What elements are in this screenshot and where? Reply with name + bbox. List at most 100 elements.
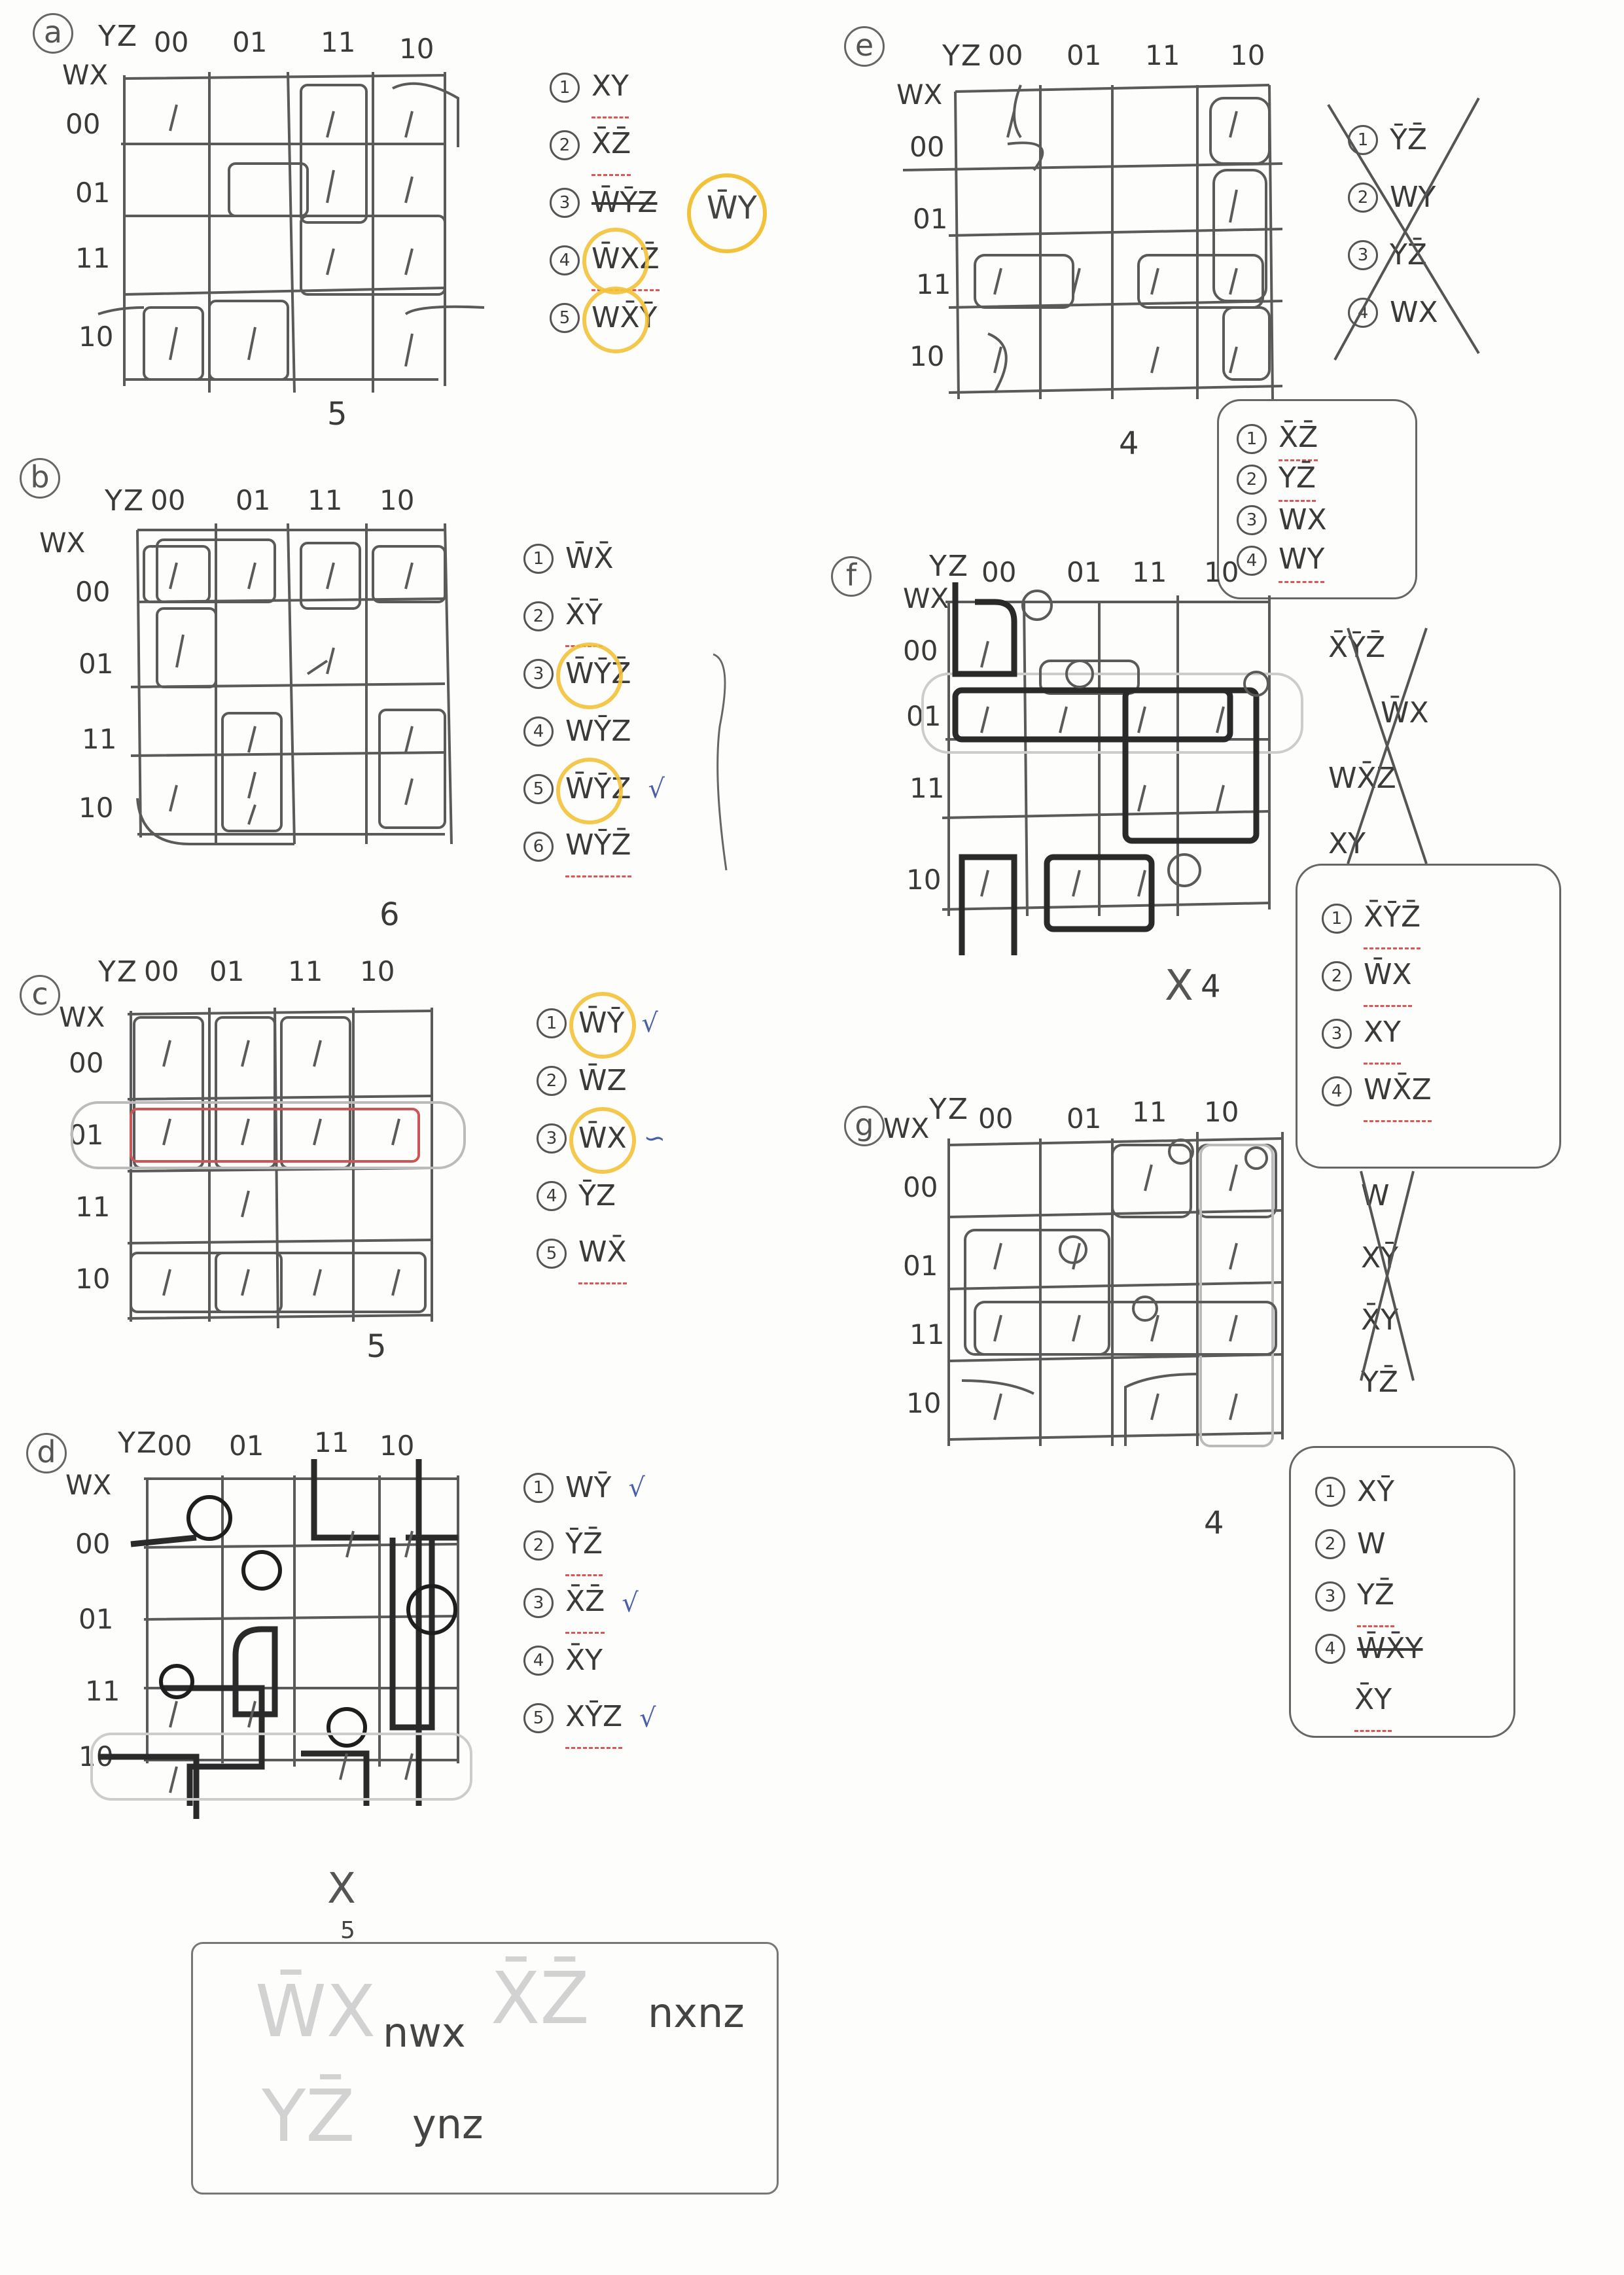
row-label: 01 <box>903 1250 938 1282</box>
term-expression: W̄X <box>1364 946 1412 1007</box>
term-expression: XY <box>591 58 629 118</box>
term-item: X̄Y <box>1315 1675 1423 1732</box>
term-expression: W̄ȲZ <box>556 758 631 824</box>
term-number: 6 <box>523 832 554 862</box>
check-mark: √ <box>641 1008 658 1038</box>
panel-letter-b: b <box>20 458 60 499</box>
col-label: 00 <box>978 1102 1014 1135</box>
term-expression: WY <box>1279 539 1325 583</box>
term-expression: W̄ȲZ̄ <box>556 643 631 709</box>
col-label: 01 <box>209 955 245 987</box>
check-mark: √ <box>648 774 665 804</box>
axis-yz-label: YZ <box>929 550 970 583</box>
crossed-term: W̄X <box>1328 680 1429 746</box>
crossed-term: YZ̄ <box>1361 1351 1398 1413</box>
term-number: 2 <box>523 1530 554 1561</box>
bottom-tick: 5 <box>340 1917 355 1944</box>
cross-out-mark <box>1347 627 1428 864</box>
term-number: 1 <box>1322 904 1352 934</box>
term-number: 5 <box>523 774 554 804</box>
col-label: 10 <box>1230 39 1265 71</box>
col-label: 00 <box>144 955 179 987</box>
col-label: 11 <box>314 1426 349 1458</box>
panel-letter-d: d <box>26 1433 67 1473</box>
code-term-1: nwx <box>383 2009 466 2056</box>
term-number: 2 <box>523 601 554 631</box>
term-number: 3 <box>1237 505 1267 535</box>
faded-term-1: W̄X <box>255 1969 376 2053</box>
row-label: 10 <box>75 1263 111 1295</box>
term-expression: W̄XZ̄ <box>582 227 660 294</box>
row-label: 00 <box>69 1047 104 1079</box>
axis-wx-label: WX <box>896 79 943 111</box>
panel-letter-c: c <box>20 975 60 1015</box>
axis-yz-label: YZ <box>118 1426 158 1460</box>
row-label: 00 <box>903 1171 938 1203</box>
col-label: 01 <box>1067 39 1102 71</box>
check-mark: ∽ <box>643 1123 666 1154</box>
kmap-grid-b <box>130 523 453 845</box>
col-label: 00 <box>981 556 1017 588</box>
row-label: 10 <box>906 1387 942 1419</box>
term-number: 2 <box>1322 961 1352 991</box>
axis-yz-label: YZ <box>98 955 139 989</box>
col-label: 11 <box>1132 1096 1167 1128</box>
row-label: 01 <box>913 203 948 235</box>
term-count: 5 <box>366 1328 387 1365</box>
term-expression: ȲZ <box>578 1179 616 1212</box>
kmap-panel-g: g YZ WX 00 01 11 10 00 01 11 10 4 W XȲ X… <box>838 1086 1610 1754</box>
row-label: 11 <box>916 268 951 300</box>
kmap-grid-e <box>902 84 1283 400</box>
term-number: 1 <box>1237 424 1267 454</box>
term-expression: XY <box>1364 1004 1402 1065</box>
cross-out-mark <box>1327 97 1480 361</box>
panel-letter-f: f <box>831 556 872 597</box>
term-number: 4 <box>537 1181 567 1211</box>
term-number: 3 <box>1315 1581 1345 1612</box>
term-count: 4 <box>1204 1505 1224 1542</box>
row-label: 01 <box>69 1119 104 1151</box>
axis-yz-label: YZ <box>105 484 145 518</box>
row-label: 10 <box>79 321 114 353</box>
term-expression: W̄Z <box>578 1064 627 1097</box>
term-number: 3 <box>550 188 580 218</box>
term-expression: X̄Y <box>565 1644 603 1677</box>
term-number: 4 <box>1315 1634 1345 1664</box>
term-expression: X̄Ȳ <box>565 586 603 647</box>
col-label: 01 <box>229 1430 264 1462</box>
term-count: 4 <box>1201 968 1221 1005</box>
row-label: 01 <box>79 1603 114 1635</box>
term-number: 2 <box>1315 1529 1345 1559</box>
row-label: 00 <box>75 1528 111 1560</box>
term-expression: W̄Ȳ <box>569 992 637 1059</box>
term-expression: ȲZ̄ <box>1390 123 1428 156</box>
term-count: 4 <box>1119 425 1139 462</box>
col-label: 10 <box>380 1430 415 1462</box>
term-expression: WX̄ <box>578 1224 627 1284</box>
col-label: 11 <box>321 26 356 58</box>
col-label: 00 <box>154 26 189 58</box>
